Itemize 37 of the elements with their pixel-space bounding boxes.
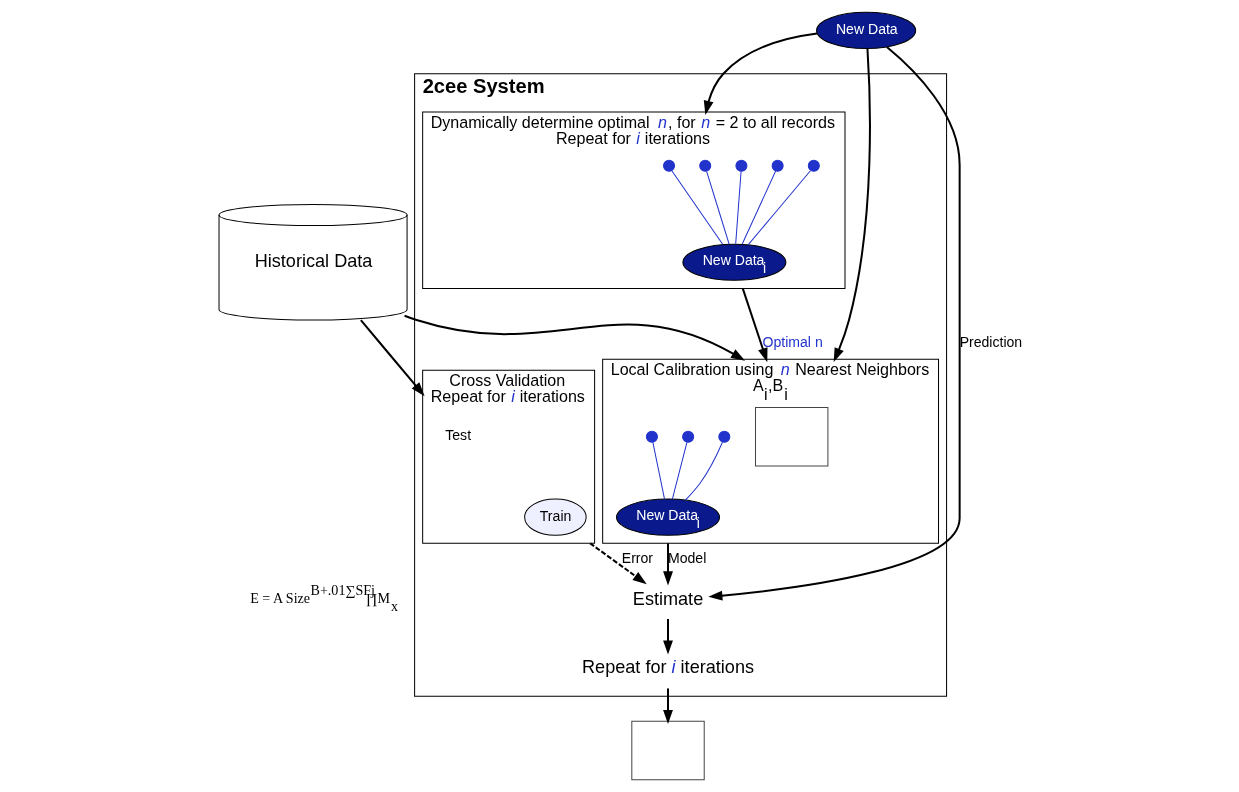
arrow bbox=[703, 32, 817, 115]
node-circle bbox=[681, 430, 694, 443]
node-box bbox=[630, 720, 705, 781]
connector bbox=[747, 170, 811, 246]
node-ellipse: Train bbox=[523, 498, 587, 536]
node-circle bbox=[717, 430, 730, 443]
edge-label: Prediction bbox=[959, 334, 1022, 351]
connector bbox=[734, 170, 742, 245]
arrow bbox=[662, 543, 673, 586]
edge-label: Optimal n bbox=[762, 334, 823, 351]
connector bbox=[670, 170, 723, 245]
node-circle bbox=[645, 430, 658, 443]
edge-label: Error bbox=[621, 549, 653, 566]
arrow bbox=[662, 688, 673, 725]
arrow bbox=[359, 319, 425, 397]
node-circle bbox=[698, 159, 711, 172]
node-box bbox=[754, 407, 828, 467]
node-text: Test bbox=[444, 427, 471, 444]
connector bbox=[684, 441, 723, 501]
arrow bbox=[403, 314, 745, 361]
connector bbox=[705, 170, 730, 245]
node-circle bbox=[771, 159, 784, 172]
node-circle bbox=[807, 159, 820, 172]
node-circle bbox=[734, 159, 747, 172]
arrow bbox=[589, 542, 647, 585]
connector bbox=[671, 441, 687, 500]
edge-label: Model bbox=[667, 549, 706, 566]
node-ellipse: New Data bbox=[815, 11, 916, 50]
arrow bbox=[662, 619, 673, 655]
node-text: Repeat for i iterations bbox=[581, 657, 754, 678]
node-circle bbox=[662, 159, 675, 172]
arrow bbox=[833, 48, 871, 363]
connector bbox=[741, 170, 776, 245]
arrow bbox=[741, 288, 767, 363]
node-text: Estimate bbox=[632, 589, 703, 610]
arrow bbox=[707, 46, 961, 601]
connector bbox=[651, 441, 665, 500]
